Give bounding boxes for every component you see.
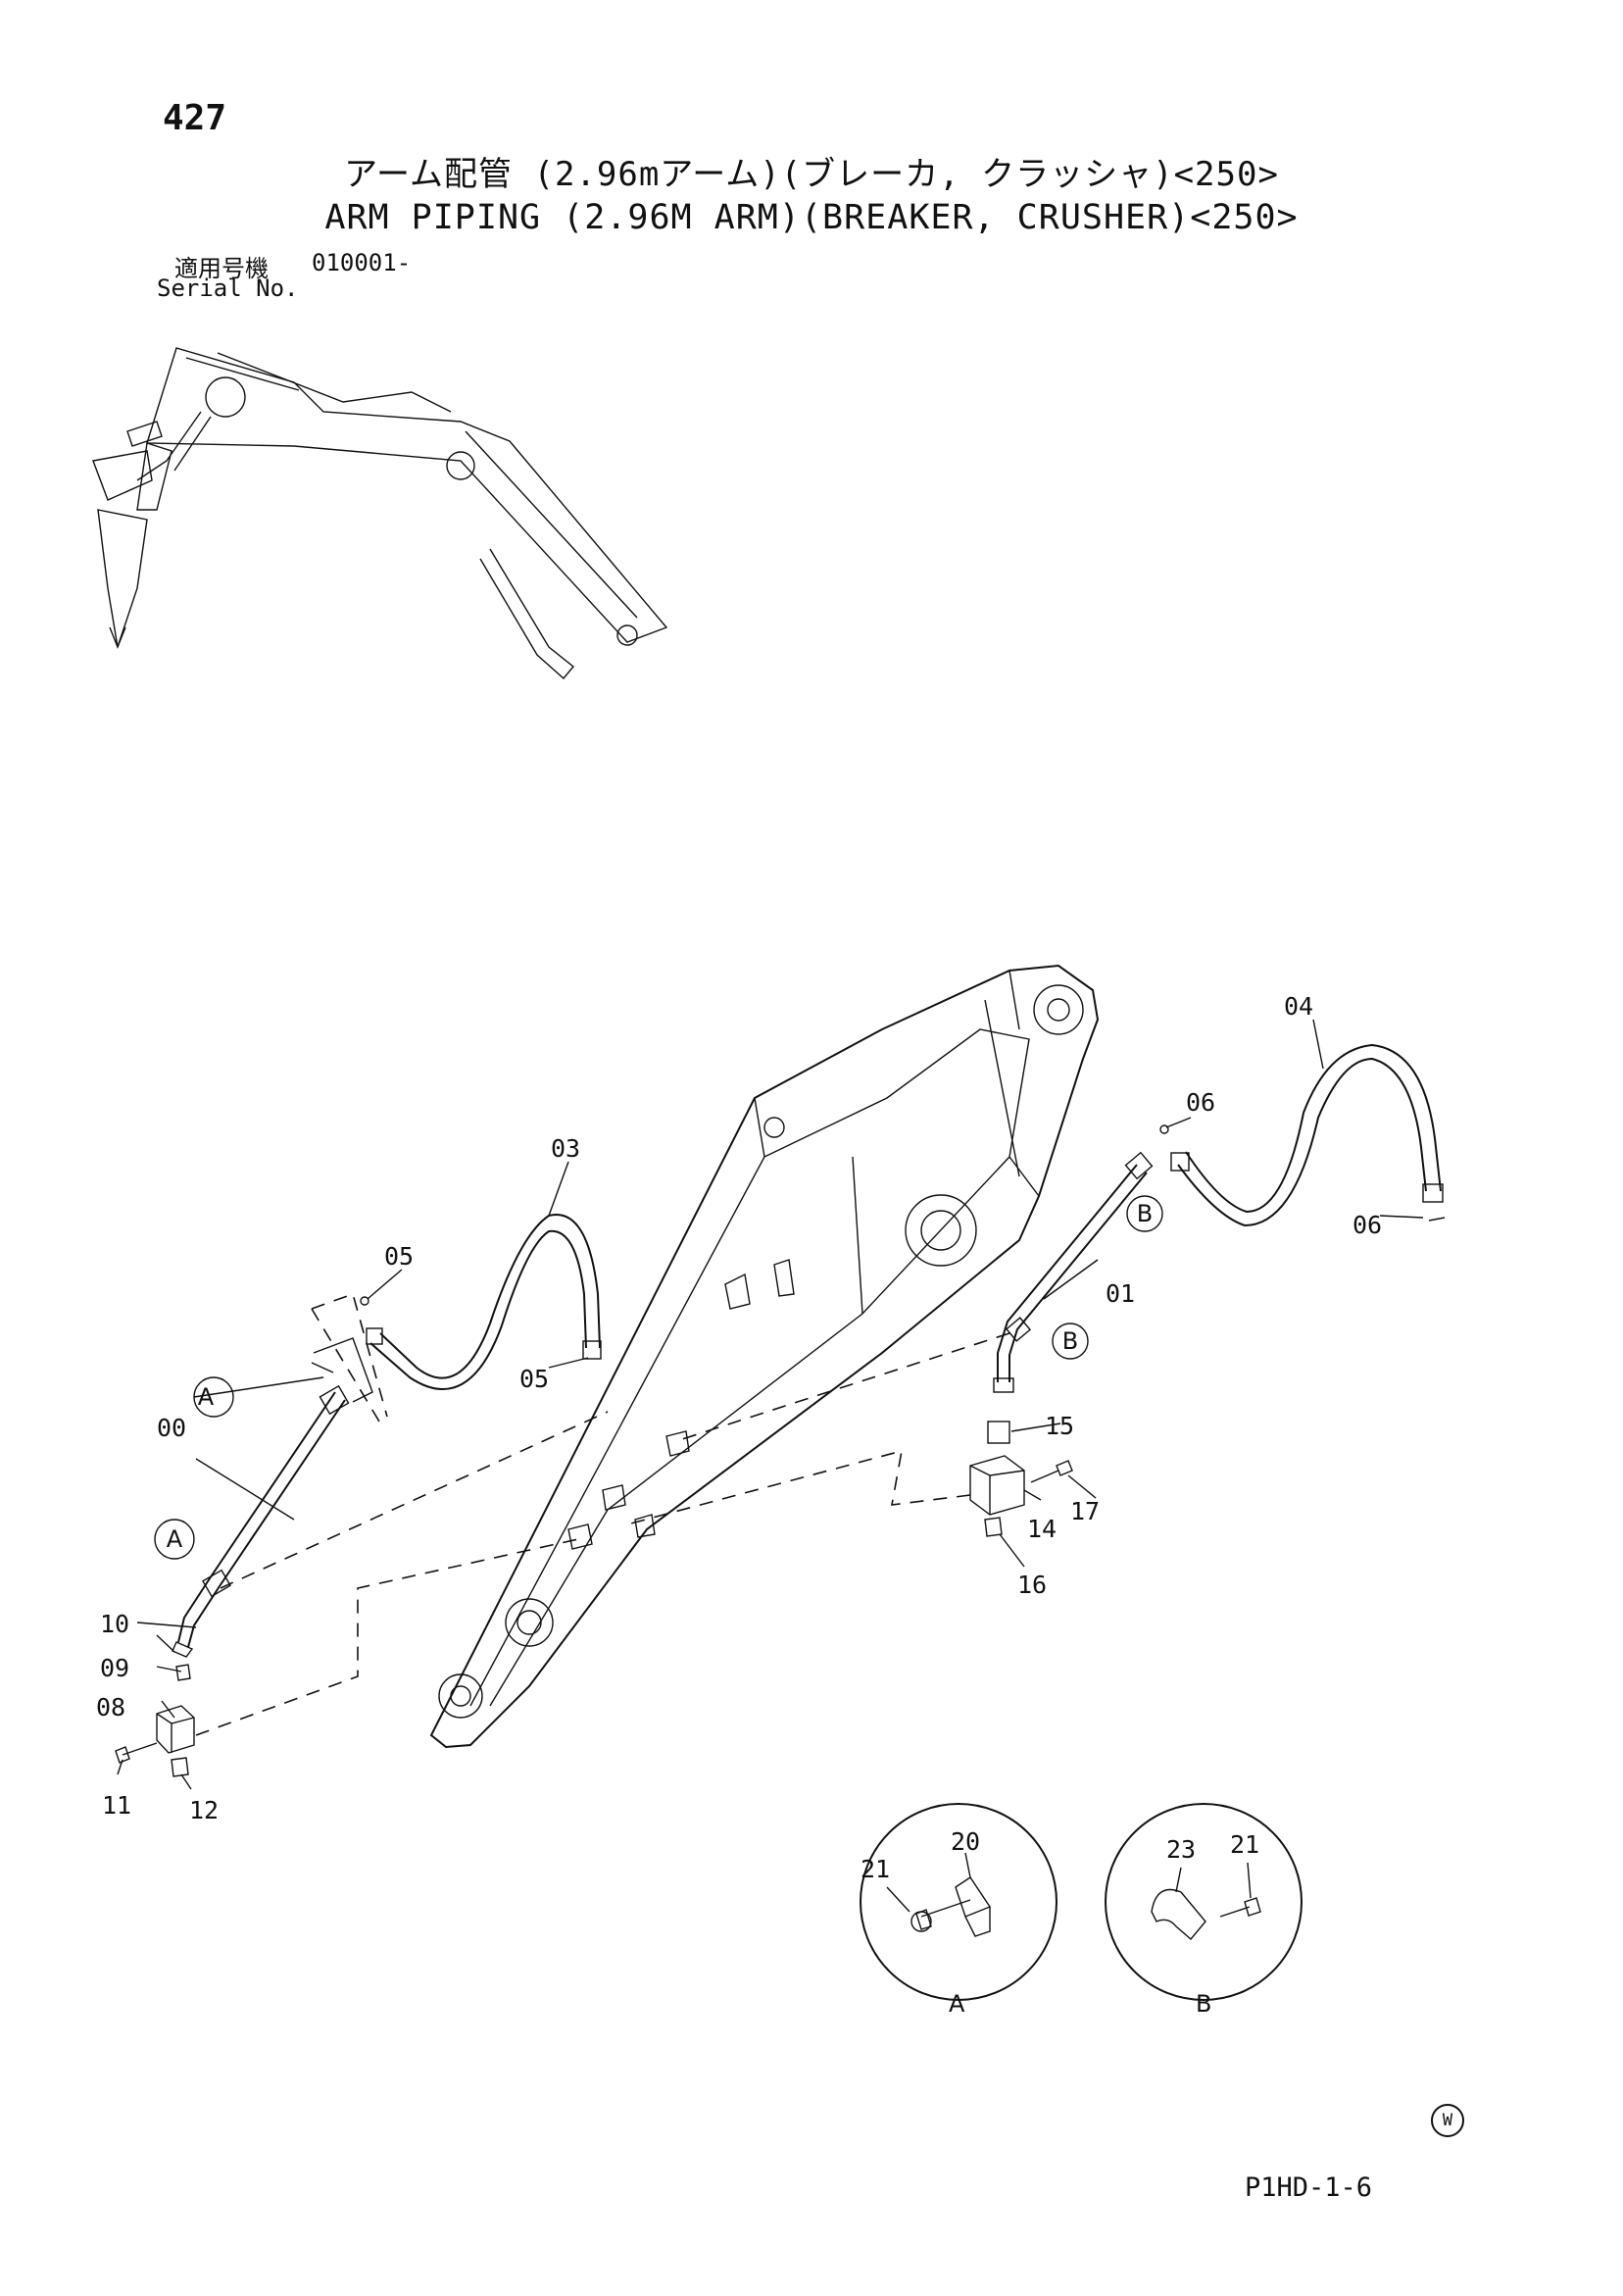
callout-03: 03 [551, 1134, 580, 1163]
callout-06-upper: 06 [1186, 1088, 1215, 1117]
callout-23: 23 [1166, 1835, 1196, 1864]
arm-body [429, 964, 1100, 1749]
view-marker-a-lower: A [167, 1525, 183, 1553]
serial-number-value: 010001- [312, 249, 412, 276]
leader-lines [117, 1019, 1424, 1790]
callout-11: 11 [102, 1791, 131, 1820]
page-title-japanese: アーム配管 (2.96mアーム)(ブレーカ, クラッシャ)<250> [344, 155, 1279, 194]
callout-08: 08 [96, 1693, 125, 1722]
callout-04: 04 [1284, 992, 1313, 1021]
view-marker-b-upper: B [1137, 1200, 1153, 1227]
callout-14: 14 [1027, 1515, 1057, 1543]
callout-21-view-a: 21 [861, 1855, 890, 1883]
detail-caption-a: A [949, 1990, 965, 2018]
serial-label-japanese: 適用号機 [174, 255, 269, 282]
callout-12: 12 [189, 1796, 219, 1824]
view-marker-b-lower: B [1062, 1327, 1078, 1355]
callout-21-view-b: 21 [1230, 1830, 1259, 1859]
view-marker-a-upper: A [198, 1383, 215, 1411]
pipe-01 [993, 1151, 1154, 1393]
fittings [115, 1124, 1446, 1777]
document-code: P1HD-1-6 [1245, 2172, 1373, 2203]
page-title-english: ARM PIPING (2.96M ARM)(BREAKER, CRUSHER)… [324, 198, 1299, 237]
callout-01: 01 [1106, 1279, 1135, 1308]
hose-03 [366, 1214, 602, 1391]
detail-caption-b: B [1196, 1990, 1211, 2018]
callout-15: 15 [1045, 1412, 1074, 1440]
callout-20: 20 [951, 1827, 980, 1856]
callout-09: 09 [100, 1654, 129, 1682]
part-callouts: 00 01 03 04 05 05 06 06 08 09 10 11 12 1… [96, 992, 1382, 1824]
detail-view-b: 23 21 B [1105, 1803, 1303, 2018]
copyright-w-mark: W [1431, 2104, 1464, 2137]
installation-lines [195, 1292, 1010, 1736]
callout-06-lower: 06 [1352, 1211, 1382, 1239]
callout-17: 17 [1070, 1497, 1100, 1525]
callout-16: 16 [1017, 1571, 1047, 1599]
overview-arm-sketch [92, 347, 668, 680]
page-number: 427 [163, 98, 227, 138]
pipe-00 [172, 1337, 373, 1658]
detail-view-a: 21 20 A [860, 1803, 1057, 2018]
callout-00: 00 [157, 1414, 186, 1442]
callout-05-lower: 05 [519, 1365, 549, 1393]
callout-05-upper: 05 [384, 1242, 414, 1271]
hose-04 [1170, 1043, 1444, 1227]
serial-label-english: Serial No. [157, 275, 299, 302]
callout-10: 10 [100, 1610, 129, 1638]
